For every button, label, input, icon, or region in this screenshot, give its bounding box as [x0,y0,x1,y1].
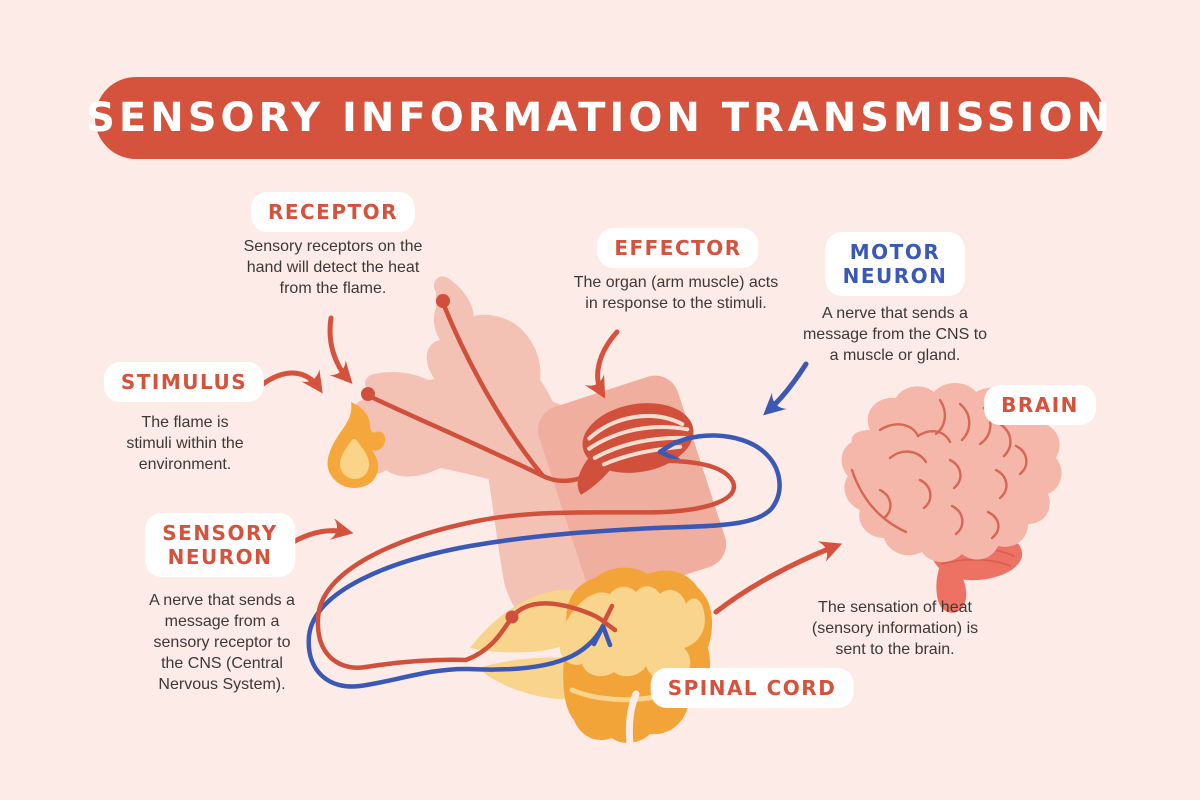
muscle-striations [587,414,690,467]
desc-receptor: Sensory receptors on the hand will detec… [243,238,423,298]
label-brain: BRAIN [984,385,1096,425]
spinal-cord-illustration [470,567,713,748]
desc-sensory-neuron: A nerve that sends a message from a sens… [149,592,295,694]
arrow-effector-to-muscle [584,329,620,399]
fingertip-dot-pointing [361,387,375,401]
page-title: SENSORY INFORMATION TRANSMISSION [86,95,1114,141]
raised-arm [426,276,589,627]
label-stimulus: STIMULUS [103,362,265,402]
desc-stimulus: The flame is stimuli within the environm… [126,414,244,474]
desc-motor-neuron: A nerve that sends a message from the CN… [802,305,988,365]
ventral-fissure [625,690,640,748]
cerebrum [841,383,1062,563]
label-spinal-cord: SPINAL CORD [650,668,854,708]
label-effector: EFFECTOR [597,228,759,268]
flame-inner [340,438,369,479]
flame-icon [327,402,386,488]
label-receptor: RECEPTOR [250,192,416,232]
motor-nerve-path [306,433,782,689]
desc-effector: The organ (arm muscle) acts in response … [573,274,779,313]
arrow-sensation-to-brain [713,541,843,615]
desc-sensation: The sensation of heat (sensory informati… [811,599,979,659]
arrow-stimulus-to-flame [255,369,323,394]
fingertip-dot-raised [436,294,450,308]
arm-illustration [353,276,727,627]
gray-matter-butterfly [559,586,705,683]
arrow-motor-to-nerve [763,361,809,416]
brain-sulci [850,398,1028,540]
title-banner: SENSORY INFORMATION TRANSMISSION [86,77,1110,159]
arrow-receptor-to-hand [327,315,353,384]
label-motor-neuron: MOTOR NEURON [825,232,965,296]
brain-illustration [841,383,1062,613]
ganglion-dot [505,610,519,624]
label-sensory-neuron: SENSORY NEURON [145,513,295,577]
